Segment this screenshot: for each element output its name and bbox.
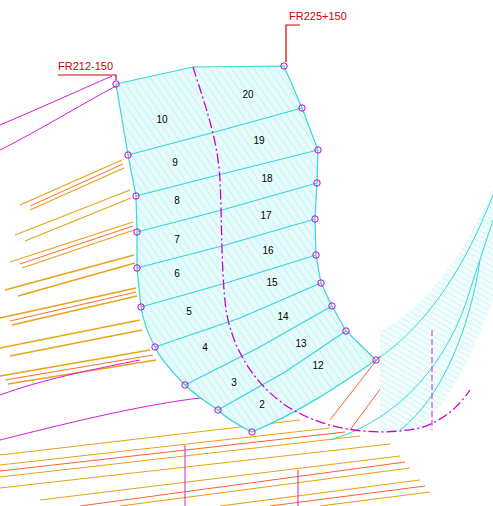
center-line — [193, 67, 470, 432]
stringer-edges — [5, 164, 153, 380]
callout-number: 18 — [260, 174, 273, 184]
bottom-stringers — [0, 420, 430, 506]
callout-number: 20 — [241, 90, 254, 100]
seam-points — [113, 63, 379, 435]
bow-centerline — [432, 330, 433, 430]
plate-region — [116, 66, 376, 432]
callout-number: 13 — [294, 339, 307, 349]
stringer-lines — [0, 160, 156, 384]
bow-lines — [330, 195, 493, 440]
callout-number: 2 — [258, 400, 266, 410]
callout-number: 5 — [185, 307, 193, 317]
callout-number: 14 — [276, 312, 289, 322]
callout-number: 19 — [252, 136, 265, 146]
callout-number: 12 — [311, 361, 324, 371]
callout-number: 4 — [201, 343, 209, 353]
callout-number: 9 — [171, 158, 179, 168]
frame-label: FR225+150 — [289, 11, 347, 22]
callout-number: 17 — [259, 211, 272, 221]
callout-number: 8 — [173, 196, 181, 206]
callout-number: 10 — [155, 115, 168, 125]
callout-number: 6 — [173, 269, 181, 279]
callout-number: 7 — [173, 235, 181, 245]
frame-leaders — [58, 25, 300, 80]
seam-lines — [128, 108, 346, 410]
bow-area — [380, 190, 493, 432]
callout-number: 15 — [265, 278, 278, 288]
callout-number: 3 — [230, 378, 238, 388]
frame-label: FR212-150 — [58, 61, 113, 72]
callout-number: 16 — [261, 246, 274, 256]
vertical-marks — [185, 445, 298, 506]
